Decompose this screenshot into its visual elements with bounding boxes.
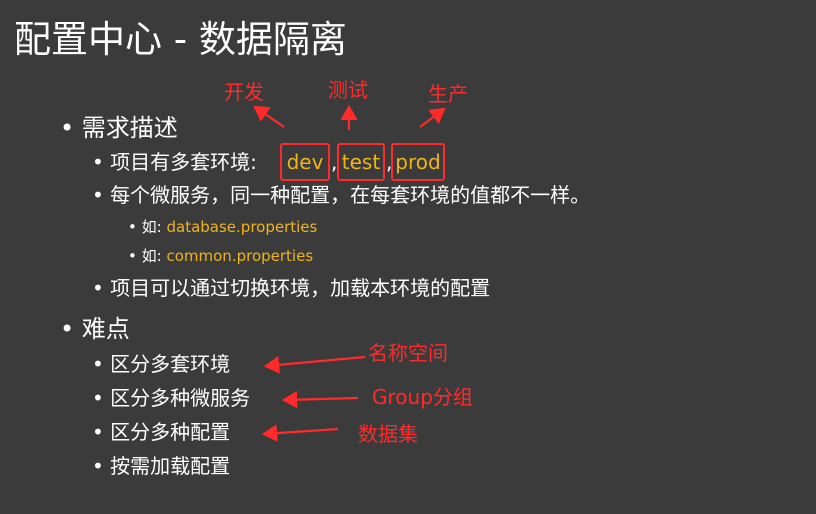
bullet: •: [92, 454, 104, 478]
env-separator: ,: [386, 150, 393, 174]
example-value: database.properties: [166, 218, 318, 236]
bullet: •: [92, 183, 104, 207]
arrow-dataset: [261, 424, 339, 442]
env-dev: dev: [286, 150, 324, 174]
env-dev-box: dev: [280, 143, 330, 181]
example-prefix: 如:: [141, 218, 162, 236]
env-line: • 项目有多套环境:: [92, 148, 257, 176]
annotation-dataset: 数据集: [358, 422, 418, 446]
bullet: •: [92, 352, 104, 376]
example-value: common.properties: [166, 247, 314, 265]
section-heading-requirements: • 需求描述: [60, 112, 178, 144]
difficulty-text: 区分多种配置: [110, 420, 231, 444]
slide-title: 配置中心 - 数据隔离: [14, 18, 347, 61]
arrow-prod: [419, 107, 446, 128]
env-label-prod: 生产: [428, 82, 468, 106]
bullet: •: [92, 276, 104, 300]
annotation-group: Group分组: [372, 385, 473, 409]
env-test: test: [341, 150, 381, 174]
same-config-text: 每个微服务，同一种配置，在每套环境的值都不一样。: [110, 183, 591, 207]
difficulty-item: • 区分多种微服务: [92, 384, 250, 412]
env-prod-box: prod: [391, 143, 445, 181]
bullet: •: [92, 150, 104, 174]
difficulty-text: 区分多种微服务: [110, 386, 251, 410]
difficulty-item: • 按需加载配置: [92, 452, 230, 480]
difficulty-item: • 区分多套环境: [92, 350, 230, 378]
env-line-prefix: 项目有多套环境:: [110, 150, 257, 174]
example-database: • 如: database.properties: [128, 216, 317, 238]
same-config-line: • 每个微服务，同一种配置，在每套环境的值都不一样。: [92, 181, 590, 209]
bullet: •: [128, 218, 137, 236]
difficulty-text: 按需加载配置: [110, 454, 231, 478]
switch-env-text: 项目可以通过切换环境，加载本环境的配置: [110, 276, 491, 300]
switch-env-line: • 项目可以通过切换环境，加载本环境的配置: [92, 274, 490, 302]
example-prefix: 如:: [141, 247, 162, 265]
heading-text: 需求描述: [81, 114, 178, 142]
bullet: •: [60, 315, 75, 343]
difficulty-text: 区分多套环境: [110, 352, 231, 376]
env-label-dev: 开发: [224, 80, 264, 104]
env-label-test: 测试: [328, 78, 368, 102]
section-heading-difficulties: • 难点: [60, 313, 130, 345]
example-common: • 如: common.properties: [128, 245, 313, 267]
arrow-group: [281, 390, 359, 409]
bullet: •: [92, 420, 104, 444]
env-test-box: test: [337, 143, 385, 181]
env-prod: prod: [395, 150, 441, 174]
difficulty-item: • 区分多种配置: [92, 418, 230, 446]
bullet: •: [128, 247, 137, 265]
heading-text: 难点: [81, 315, 130, 343]
bullet: •: [92, 386, 104, 410]
annotation-namespace: 名称空间: [368, 341, 448, 365]
bullet: •: [60, 114, 75, 142]
env-separator: ,: [331, 150, 338, 174]
arrow-namespace: [263, 355, 366, 374]
arrow-dev: [253, 105, 285, 128]
